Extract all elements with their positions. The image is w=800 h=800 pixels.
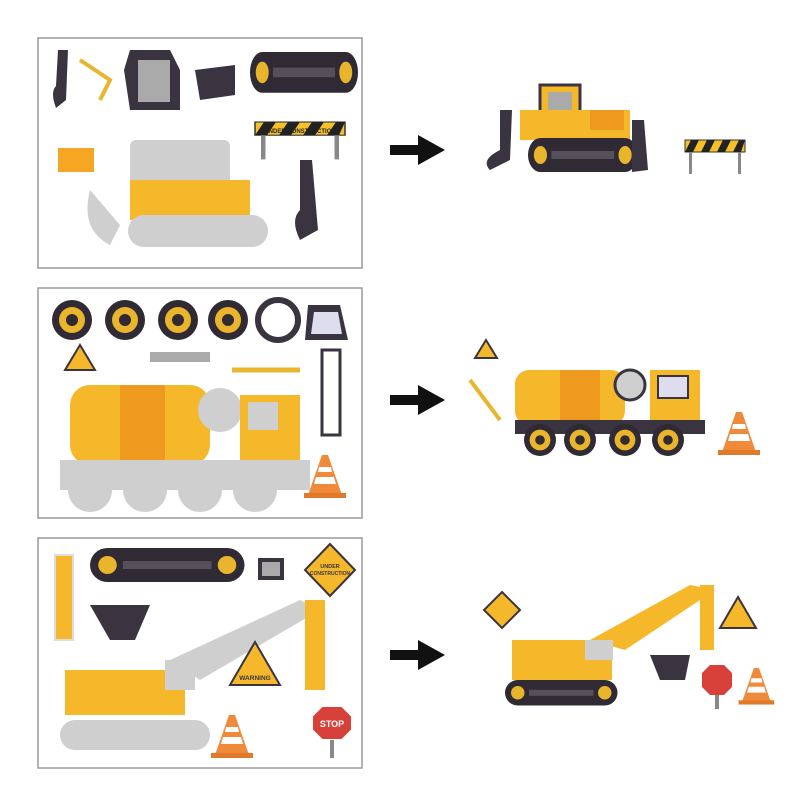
panel-mixer-sheet <box>37 287 363 519</box>
construction-label: CONSTRUCTION <box>310 571 351 577</box>
arrow-icon <box>390 135 445 165</box>
panel-bulldozer-sheet: UNDER CONSTRUCTION <box>37 37 363 269</box>
assembled-mixer <box>468 338 760 456</box>
assembled-excavator <box>482 585 775 709</box>
under-label: UNDER <box>320 564 340 570</box>
assembled-bulldozer <box>486 83 746 175</box>
arrow-icon <box>390 385 445 415</box>
under-construction-label: UNDER CONSTRUCTION <box>264 129 335 135</box>
warning-label: WARNING <box>239 675 270 682</box>
panel-excavator-sheet: UNDER CONSTRUCTION WARNING STOP <box>37 537 363 769</box>
arrow-icon <box>390 640 445 670</box>
stop-label: STOP <box>320 719 344 729</box>
